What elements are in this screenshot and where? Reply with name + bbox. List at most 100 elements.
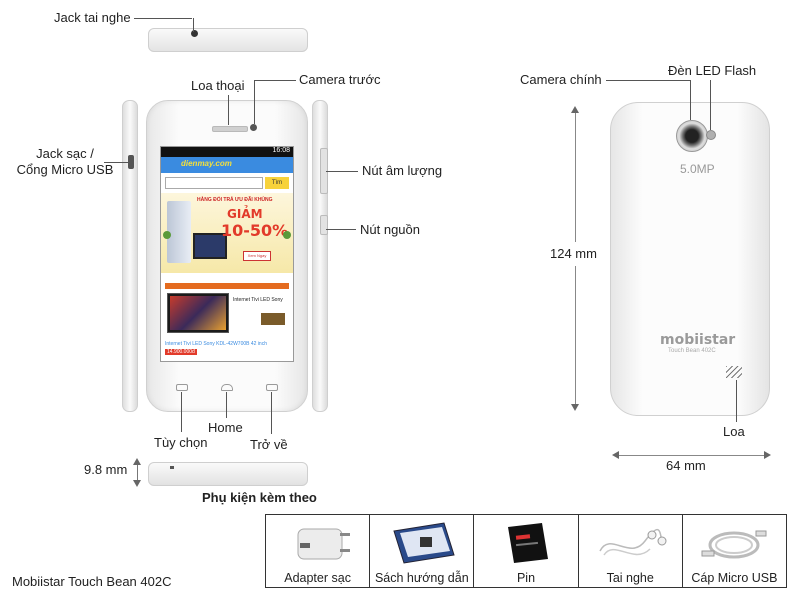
- accessory-label: Cáp Micro USB: [691, 571, 778, 585]
- leader-line: [193, 18, 194, 32]
- arrow-left-icon: [612, 451, 619, 459]
- leader-line: [326, 171, 358, 172]
- microphone-hole: [170, 466, 174, 469]
- speaker-grille: [726, 366, 742, 378]
- site-search-input: [165, 177, 263, 189]
- label-height: 124 mm: [550, 246, 597, 261]
- promo-header: HÀNG ĐỔI TRẢ ƯU ĐÃI KHỦNG: [197, 197, 273, 203]
- height-arrow-line: [575, 110, 576, 242]
- phone-top-edge: [148, 28, 308, 52]
- home-key-icon: [221, 384, 233, 391]
- label-power: Nút nguồn: [360, 222, 420, 237]
- leader-line: [181, 392, 182, 432]
- led-flash: [706, 130, 716, 140]
- promo-giam: GIẢM: [227, 207, 263, 221]
- site-logo: dienmay.com: [181, 159, 232, 168]
- phone-bottom-edge: [148, 462, 308, 486]
- arrow-down-icon: [133, 480, 141, 487]
- label-thickness: 9.8 mm: [84, 462, 128, 477]
- site-header: dienmay.com: [161, 157, 293, 173]
- label-volume: Nút âm lượng: [362, 163, 443, 178]
- status-bar: 16:08: [161, 147, 293, 157]
- accessory-manual: Sách hướng dẫn: [370, 515, 475, 587]
- leader-line: [254, 80, 296, 81]
- status-time: 16:08: [272, 147, 290, 154]
- leader-line: [228, 95, 229, 125]
- thickness-arrow-line: [137, 462, 138, 482]
- menu-key-icon: [176, 384, 188, 391]
- label-main-camera: Camera chính: [520, 72, 602, 87]
- accessory-label: Pin: [516, 571, 536, 585]
- accessory-label: Adapter sạc: [284, 571, 351, 585]
- model-name: Mobiistar Touch Bean 402C: [12, 574, 172, 589]
- usb-cable-icon: [701, 530, 767, 559]
- label-back: Trở về: [250, 437, 288, 452]
- height-arrow-line: [575, 266, 576, 406]
- fridge-image: [167, 201, 191, 263]
- accessories-title: Phụ kiện kèm theo: [202, 490, 317, 505]
- tv-image: [193, 233, 227, 259]
- arrow-up-icon: [571, 106, 579, 113]
- label-menu: Tùy chọn: [154, 435, 208, 450]
- label-width: 64 mm: [666, 458, 706, 473]
- accessories-table: Adapter sạc Sách hướng dẫn Pin Tai nghe: [265, 514, 787, 588]
- arrow-up-icon: [133, 458, 141, 465]
- accessory-battery: Pin: [474, 515, 579, 587]
- phone-back: [610, 102, 770, 416]
- label-home: Home: [208, 420, 243, 435]
- product-image: [167, 293, 229, 333]
- label-headphone-jack: Jack tai nghe: [54, 10, 131, 25]
- usb-port: [128, 155, 134, 169]
- main-camera-lens: [676, 120, 708, 152]
- phone-right-side: [312, 100, 328, 412]
- product-line: Internet Tivi LED Sony KDL-42W700B 42 in…: [165, 341, 267, 347]
- accessory-label: Sách hướng dẫn: [374, 571, 469, 585]
- leader-line: [134, 18, 192, 19]
- brand-sub: Touch Bean 402C: [668, 348, 716, 354]
- promo-percent: 10-50%: [221, 221, 289, 240]
- carousel-prev-icon: [163, 231, 171, 239]
- promo-button: Xem Ngay: [243, 251, 271, 261]
- leader-line: [326, 229, 356, 230]
- earphones-icon: [599, 528, 667, 556]
- megapixel-text: 5.0MP: [680, 162, 715, 176]
- label-front-camera: Camera trước: [299, 72, 381, 87]
- leader-line: [606, 80, 690, 81]
- product-text: Internet Tivi LED Sony: [233, 297, 283, 303]
- accessory-usb-cable: Cáp Micro USB: [683, 515, 786, 587]
- headphone-jack-hole: [191, 30, 198, 37]
- label-speaker: Loa: [723, 424, 745, 439]
- leader-line: [254, 80, 255, 124]
- leader-line: [271, 392, 272, 434]
- carousel-next-icon: [283, 231, 291, 239]
- promo-banner: HÀNG ĐỔI TRẢ ƯU ĐÃI KHỦNG GIẢM 10-50% Xe…: [161, 193, 293, 273]
- front-camera: [250, 124, 257, 131]
- phone-left-side: [122, 100, 138, 412]
- arrow-down-icon: [571, 404, 579, 411]
- brand-logo: mobiistar: [660, 332, 736, 348]
- battery-icon: [508, 523, 548, 563]
- label-charge-port: Jack sạc / Cổng Micro USB: [16, 146, 114, 177]
- power-button: [320, 215, 328, 235]
- site-search-button: Tìm: [265, 177, 289, 189]
- gift-image: [261, 313, 285, 325]
- accessory-label: Tai nghe: [606, 571, 654, 585]
- arrow-right-icon: [764, 451, 771, 459]
- label-earpiece: Loa thoại: [191, 78, 245, 93]
- accessory-adapter: Adapter sạc: [266, 515, 371, 587]
- manual-icon: [393, 522, 455, 564]
- adapter-icon: [297, 528, 350, 560]
- phone-screen: 16:08 dienmay.com Tìm HÀNG ĐỔI TRẢ ƯU ĐÃ…: [160, 146, 294, 362]
- leader-line: [226, 392, 227, 418]
- width-arrow-line: [616, 455, 766, 456]
- leader-line: [104, 162, 128, 163]
- earpiece: [212, 126, 248, 132]
- leader-line: [690, 80, 691, 120]
- back-key-icon: [266, 384, 278, 391]
- promo-strip: [165, 283, 289, 289]
- label-led-flash: Đèn LED Flash: [668, 63, 757, 78]
- leader-line: [710, 80, 711, 130]
- leader-line: [736, 380, 737, 422]
- accessory-earphones: Tai nghe: [579, 515, 683, 587]
- product-price: 14.900.000đ: [165, 349, 197, 355]
